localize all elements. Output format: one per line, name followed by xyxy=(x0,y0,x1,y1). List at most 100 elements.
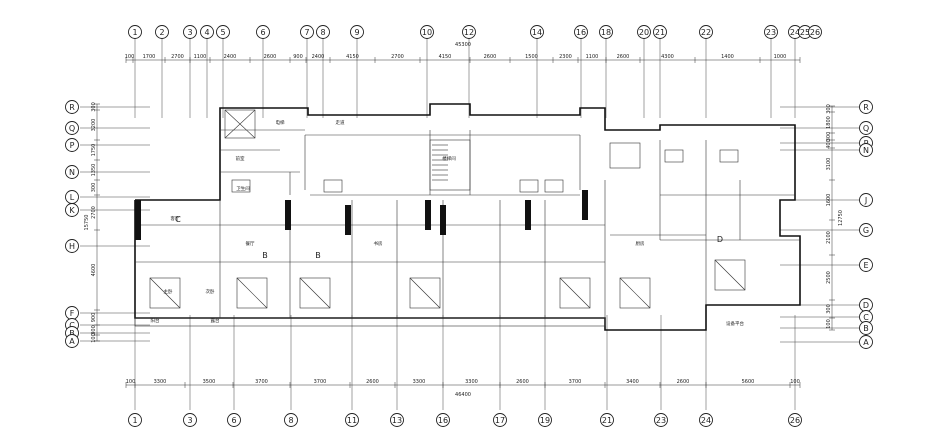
axis-top-7-circle xyxy=(300,25,314,39)
axis-left-B: B xyxy=(69,329,75,338)
axis-top-18-circle xyxy=(599,25,613,39)
bed-symbol xyxy=(714,259,746,291)
axis-top-9: 9 xyxy=(354,28,359,37)
bottom-total-dimension: 46400 xyxy=(455,392,471,398)
building-outline xyxy=(134,103,801,331)
bed-symbol xyxy=(149,277,181,309)
left-dimension-value: 300 xyxy=(91,183,97,193)
bottom-dimension-value: 100 xyxy=(126,379,136,385)
bed-symbol-diagonal xyxy=(559,277,591,309)
room-label: 卫生间 xyxy=(236,185,250,192)
elevator-shaft xyxy=(224,109,256,139)
axis-top-7: 7 xyxy=(304,28,309,37)
axis-top-26: 26 xyxy=(810,28,820,37)
axis-top-3-circle xyxy=(183,25,197,39)
left-dimension-value: 3200 xyxy=(91,119,97,132)
axis-bottom-3: 3 xyxy=(187,416,192,425)
axis-top-6: 6 xyxy=(260,28,265,37)
axis-right-J: J xyxy=(864,196,867,205)
axis-top-20: 20 xyxy=(639,28,649,37)
axis-bottom-8: 8 xyxy=(288,416,293,425)
bed-symbol xyxy=(619,277,651,309)
top-dimension-value: 1500 xyxy=(525,54,538,60)
axis-bottom-19: 19 xyxy=(540,416,550,425)
room-label: 露台 xyxy=(211,317,220,324)
bottom-dimension-value: 3300 xyxy=(413,379,426,385)
bottom-dimension-value: 3700 xyxy=(314,379,327,385)
axis-bottom-16: 16 xyxy=(438,416,448,425)
axis-left-N-circle xyxy=(65,165,79,179)
elevator-shaft xyxy=(609,142,641,169)
axis-top-14: 14 xyxy=(532,28,542,37)
bed-symbol-diagonal xyxy=(149,277,181,309)
axis-left-R: R xyxy=(69,103,75,112)
right-dimension-value: 3100 xyxy=(826,158,832,171)
axis-bottom-6: 6 xyxy=(231,416,236,425)
axis-left-N: N xyxy=(69,168,75,177)
top-dimension-value: 2600 xyxy=(617,54,630,60)
right-dimension-value: 100 xyxy=(826,319,832,329)
axis-right-B-circle xyxy=(859,321,873,335)
balcony-strip xyxy=(134,317,606,327)
axis-top-16-circle xyxy=(574,25,588,39)
axis-top-2-circle xyxy=(155,25,169,39)
shear-wall xyxy=(425,200,431,230)
axis-bottom-1: 1 xyxy=(132,416,137,425)
unit-type-label: B xyxy=(262,251,268,260)
grid-lines xyxy=(80,38,860,410)
bed-symbol-diagonal xyxy=(619,277,651,309)
axis-top-12: 12 xyxy=(464,28,474,37)
right-dimension-value: 2500 xyxy=(826,271,832,284)
axis-left-K: K xyxy=(69,206,75,215)
axis-top-10: 10 xyxy=(422,28,432,37)
bottom-dimension-value: 2600 xyxy=(677,379,690,385)
axis-left-H-circle xyxy=(65,239,79,253)
axis-top-6-circle xyxy=(256,25,270,39)
top-dimension-value: 2600 xyxy=(264,54,277,60)
axis-top-9-circle xyxy=(350,25,364,39)
bottom-dimension-value: 3300 xyxy=(154,379,167,385)
bottom-dimension-value: 3700 xyxy=(569,379,582,385)
axis-bottom-8-circle xyxy=(284,413,298,427)
axis-right-J-circle xyxy=(859,193,873,207)
axis-left-Q-circle xyxy=(65,121,79,135)
right-total-dimension: 12750 xyxy=(838,210,844,226)
axis-top-16: 16 xyxy=(576,28,586,37)
axis-left-Q: Q xyxy=(69,124,75,133)
axis-right-N: N xyxy=(863,146,869,155)
axis-top-20-circle xyxy=(637,25,651,39)
unit-type-label: C xyxy=(175,215,181,224)
right-dimension-value: 300 xyxy=(826,304,832,314)
bottom-dimension-value: 5600 xyxy=(742,379,755,385)
bottom-dimension-value: 3400 xyxy=(626,379,639,385)
building-walls xyxy=(134,103,801,331)
bed-symbol-diagonal xyxy=(714,259,746,291)
axis-right-Q-circle xyxy=(859,121,873,135)
axis-top-10-circle xyxy=(420,25,434,39)
bottom-dimension-value: 100 xyxy=(790,379,800,385)
top-dimension-value: 100 xyxy=(125,54,135,60)
axis-left-C: C xyxy=(69,321,75,330)
bottom-dimension-value: 3500 xyxy=(203,379,216,385)
room-label: 书房 xyxy=(374,240,383,247)
room-label: 餐厅 xyxy=(246,240,255,247)
axis-bottom-26: 26 xyxy=(790,416,800,425)
left-dimension-value: 300 xyxy=(91,102,97,112)
axis-bottom-17: 17 xyxy=(495,416,505,425)
bottom-dimension-value: 2600 xyxy=(516,379,529,385)
shear-wall xyxy=(525,200,531,230)
room-label: 次卧 xyxy=(206,288,215,295)
shear-wall xyxy=(582,190,588,220)
axis-bottom-16-circle xyxy=(436,413,450,427)
bed-symbol-diagonal xyxy=(409,277,441,309)
top-dimension-value: 1700 xyxy=(143,54,156,60)
top-dimension-value: 2400 xyxy=(312,54,325,60)
axis-right-C: C xyxy=(863,313,869,322)
axis-top-8: 8 xyxy=(320,28,325,37)
axis-left-F: F xyxy=(70,309,75,318)
left-dimension-value: 900 xyxy=(91,313,97,323)
bed-symbol-diagonal xyxy=(299,277,331,309)
